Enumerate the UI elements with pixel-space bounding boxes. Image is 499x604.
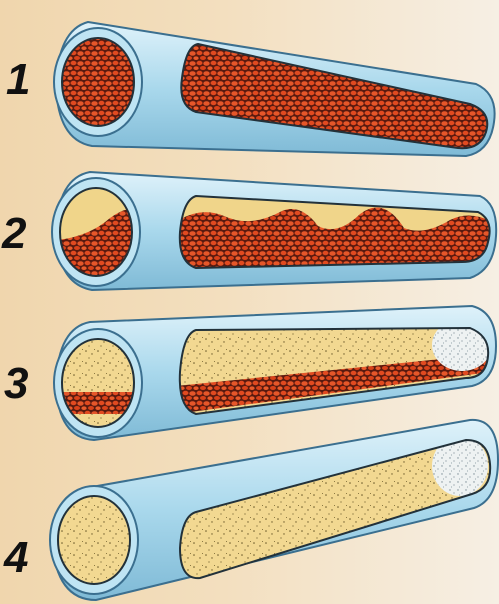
tube-number-3: 3 xyxy=(4,362,28,406)
tube-number-4: 4 xyxy=(4,536,28,580)
tube-number-2: 2 xyxy=(2,212,26,256)
tube-number-1: 1 xyxy=(6,58,30,102)
tube-4-cross-section xyxy=(58,496,130,584)
tube-1-cross-section xyxy=(62,38,134,126)
